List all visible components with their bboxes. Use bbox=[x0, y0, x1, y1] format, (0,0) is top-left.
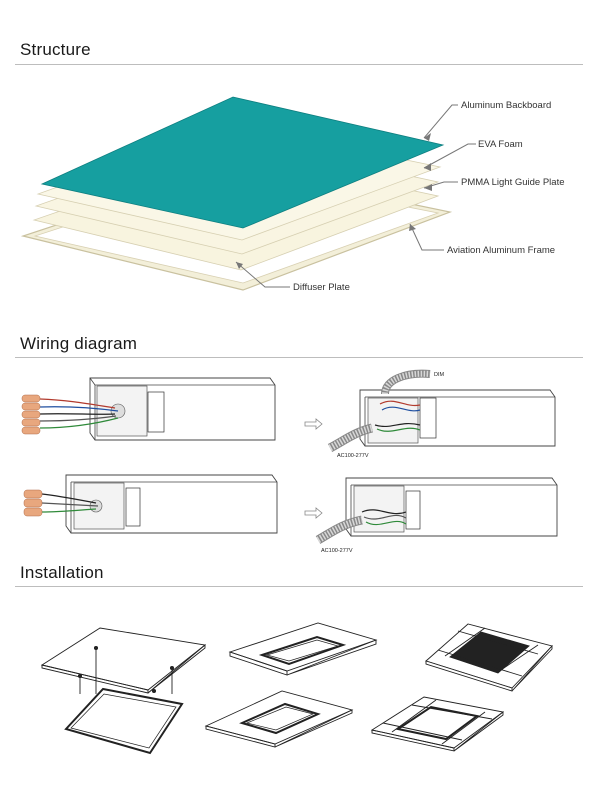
label-light-guide-plate: PMMA Light Guide Plate bbox=[461, 177, 565, 188]
divider bbox=[15, 357, 583, 358]
arrow-icon bbox=[304, 507, 323, 519]
label-ac-voltage: AC100-277V bbox=[321, 548, 353, 554]
section-title-structure: Structure bbox=[20, 40, 91, 59]
label-ac-voltage: AC100-277V bbox=[337, 453, 369, 459]
label-diffuser-plate: Diffuser Plate bbox=[293, 282, 350, 293]
divider bbox=[15, 586, 583, 587]
suspended-installation bbox=[40, 627, 207, 755]
label-aluminum-backboard: Aluminum Backboard bbox=[461, 100, 551, 111]
recessed-panel-installed bbox=[204, 690, 354, 748]
label-aviation-aluminum-frame: Aviation Aluminum Frame bbox=[447, 245, 555, 256]
recessed-ceiling-opening bbox=[228, 622, 378, 676]
driver-5-wire-left bbox=[21, 377, 276, 441]
driver-3-wire-left bbox=[23, 474, 278, 534]
driver-3-wire-right: AC100-277V bbox=[315, 477, 558, 554]
label-dim: DIM bbox=[434, 372, 445, 378]
tbar-grid-frame bbox=[370, 696, 505, 752]
label-eva-foam: EVA Foam bbox=[478, 139, 523, 150]
section-title-installation: Installation bbox=[20, 563, 104, 582]
divider bbox=[15, 64, 583, 65]
exploded-panel-diagram: Aluminum Backboard EVA Foam PMMA Light G… bbox=[20, 96, 565, 293]
driver-5-wire-right: DIM AC100-277V bbox=[327, 369, 556, 459]
section-title-wiring: Wiring diagram bbox=[20, 334, 138, 353]
arrow-icon bbox=[304, 418, 323, 430]
aluminum-backboard bbox=[40, 96, 445, 229]
tbar-grid-panel bbox=[425, 623, 553, 692]
